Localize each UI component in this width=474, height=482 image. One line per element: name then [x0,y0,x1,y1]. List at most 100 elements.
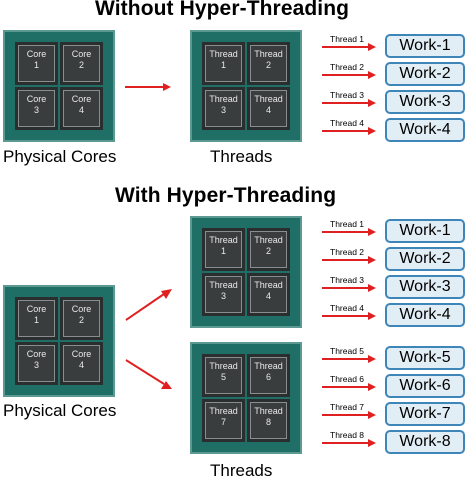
thread-arrow-label: Thread 3 [330,275,365,285]
core-chip: Core 4 [59,86,104,131]
core-label: Core 3 [26,349,47,370]
thread-chip: Thread 1 [201,227,246,272]
arrow-line [322,442,370,444]
work-box: Work-6 [385,374,465,398]
arrowhead-icon [368,256,376,264]
arrowhead-icon [368,312,376,320]
thread-chip: Thread 4 [246,86,291,131]
core-chip: Core 2 [59,296,104,341]
arrowhead-icon [368,71,376,79]
threads-board: Thread 1 Thread 2 Thread 3 Thread 4 [190,30,302,142]
core-chip: Core 1 [14,296,59,341]
work-box: Work-2 [385,247,465,271]
thread-label: Thread 2 [254,235,283,256]
thread-chip: Thread 3 [201,272,246,317]
arrowhead-icon [368,284,376,292]
work-box: Work-3 [385,90,465,114]
thread-chip: Thread 4 [246,272,291,317]
core-chip: Core 2 [59,41,104,86]
thread-arrow-label: Thread 1 [330,34,365,44]
arrowhead-icon [368,43,376,51]
arrowhead-icon [368,383,376,391]
thread-label: Thread 8 [254,406,283,427]
thread-chip: Thread 3 [201,86,246,131]
work-box: Work-4 [385,118,465,142]
core-label: Core 4 [71,94,92,115]
work-box: Work-3 [385,275,465,299]
arrow-line [322,287,370,289]
thread-arrow-label: Thread 2 [330,62,365,72]
thread-chip: Thread 7 [201,398,246,443]
threads-label: Threads [210,461,273,480]
thread-label: Thread 7 [209,406,238,427]
threads-board-b: Thread 5 Thread 6 Thread 7 Thread 8 [190,342,302,454]
thread-label: Thread 4 [254,280,283,301]
arrow-line [322,231,370,233]
thread-chip: Thread 2 [246,227,291,272]
title-without-hyperthreading: Without Hyper-Threading [95,0,350,20]
thread-chip: Thread 5 [201,353,246,398]
title-with-hyperthreading: With Hyper-Threading [115,184,337,207]
arrowhead-icon [161,289,172,299]
thread-label: Thread 3 [209,94,238,115]
thread-arrow-label: Thread 5 [330,346,365,356]
physical-cores-board: Core 1 Core 2 Core 3 Core 4 [3,30,115,142]
thread-label: Thread 3 [209,280,238,301]
arrow-line [322,358,370,360]
physical-cores-label: Physical Cores [3,147,117,166]
thread-arrow-label: Thread 1 [330,219,365,229]
physical-cores-label: Physical Cores [3,401,117,420]
work-box: Work-2 [385,62,465,86]
core-label: Core 1 [26,49,47,70]
thread-chip: Thread 1 [201,41,246,86]
core-label: Core 4 [71,349,92,370]
arrow-line [322,130,370,132]
thread-arrow-label: Thread 7 [330,402,365,412]
thread-arrow-label: Thread 8 [330,430,365,440]
thread-arrow-label: Thread 3 [330,90,365,100]
work-box: Work-5 [385,346,465,370]
work-box: Work-1 [385,34,465,58]
thread-label: Thread 1 [209,49,238,70]
thread-label: Thread 6 [254,361,283,382]
work-box: Work-8 [385,430,465,454]
thread-chip: Thread 6 [246,353,291,398]
arrowhead-icon [368,439,376,447]
threads-label: Threads [210,147,273,166]
thread-chip: Thread 2 [246,41,291,86]
arrowhead-icon [161,381,172,389]
thread-arrow-label: Thread 4 [330,118,365,128]
core-label: Core 2 [71,304,92,325]
arrow-line [322,46,370,48]
arrow-up-line [125,293,165,321]
thread-arrow-label: Thread 6 [330,374,365,384]
arrowhead-icon [368,127,376,135]
arrow-line [322,414,370,416]
arrowhead-icon [368,411,376,419]
core-chip: Core 4 [59,341,104,386]
arrow-line [322,102,370,104]
thread-label: Thread 5 [209,361,238,382]
arrow-down-line [125,359,165,385]
arrowhead-icon [368,99,376,107]
arrow-line [322,259,370,261]
work-box: Work-1 [385,219,465,243]
work-box: Work-4 [385,303,465,327]
arrowhead-icon [163,83,171,91]
core-label: Core 1 [26,304,47,325]
physical-cores-board: Core 1 Core 2 Core 3 Core 4 [3,285,115,397]
arrow-line [322,386,370,388]
thread-label: Thread 2 [254,49,283,70]
arrow-line [322,315,370,317]
thread-arrow-label: Thread 2 [330,247,365,257]
thread-arrow-label: Thread 4 [330,303,365,313]
core-chip: Core 3 [14,86,59,131]
core-label: Core 2 [71,49,92,70]
work-box: Work-7 [385,402,465,426]
thread-label: Thread 1 [209,235,238,256]
arrowhead-icon [368,355,376,363]
arrow-line [125,86,165,88]
arrow-line [322,74,370,76]
core-label: Core 3 [26,94,47,115]
core-chip: Core 3 [14,341,59,386]
